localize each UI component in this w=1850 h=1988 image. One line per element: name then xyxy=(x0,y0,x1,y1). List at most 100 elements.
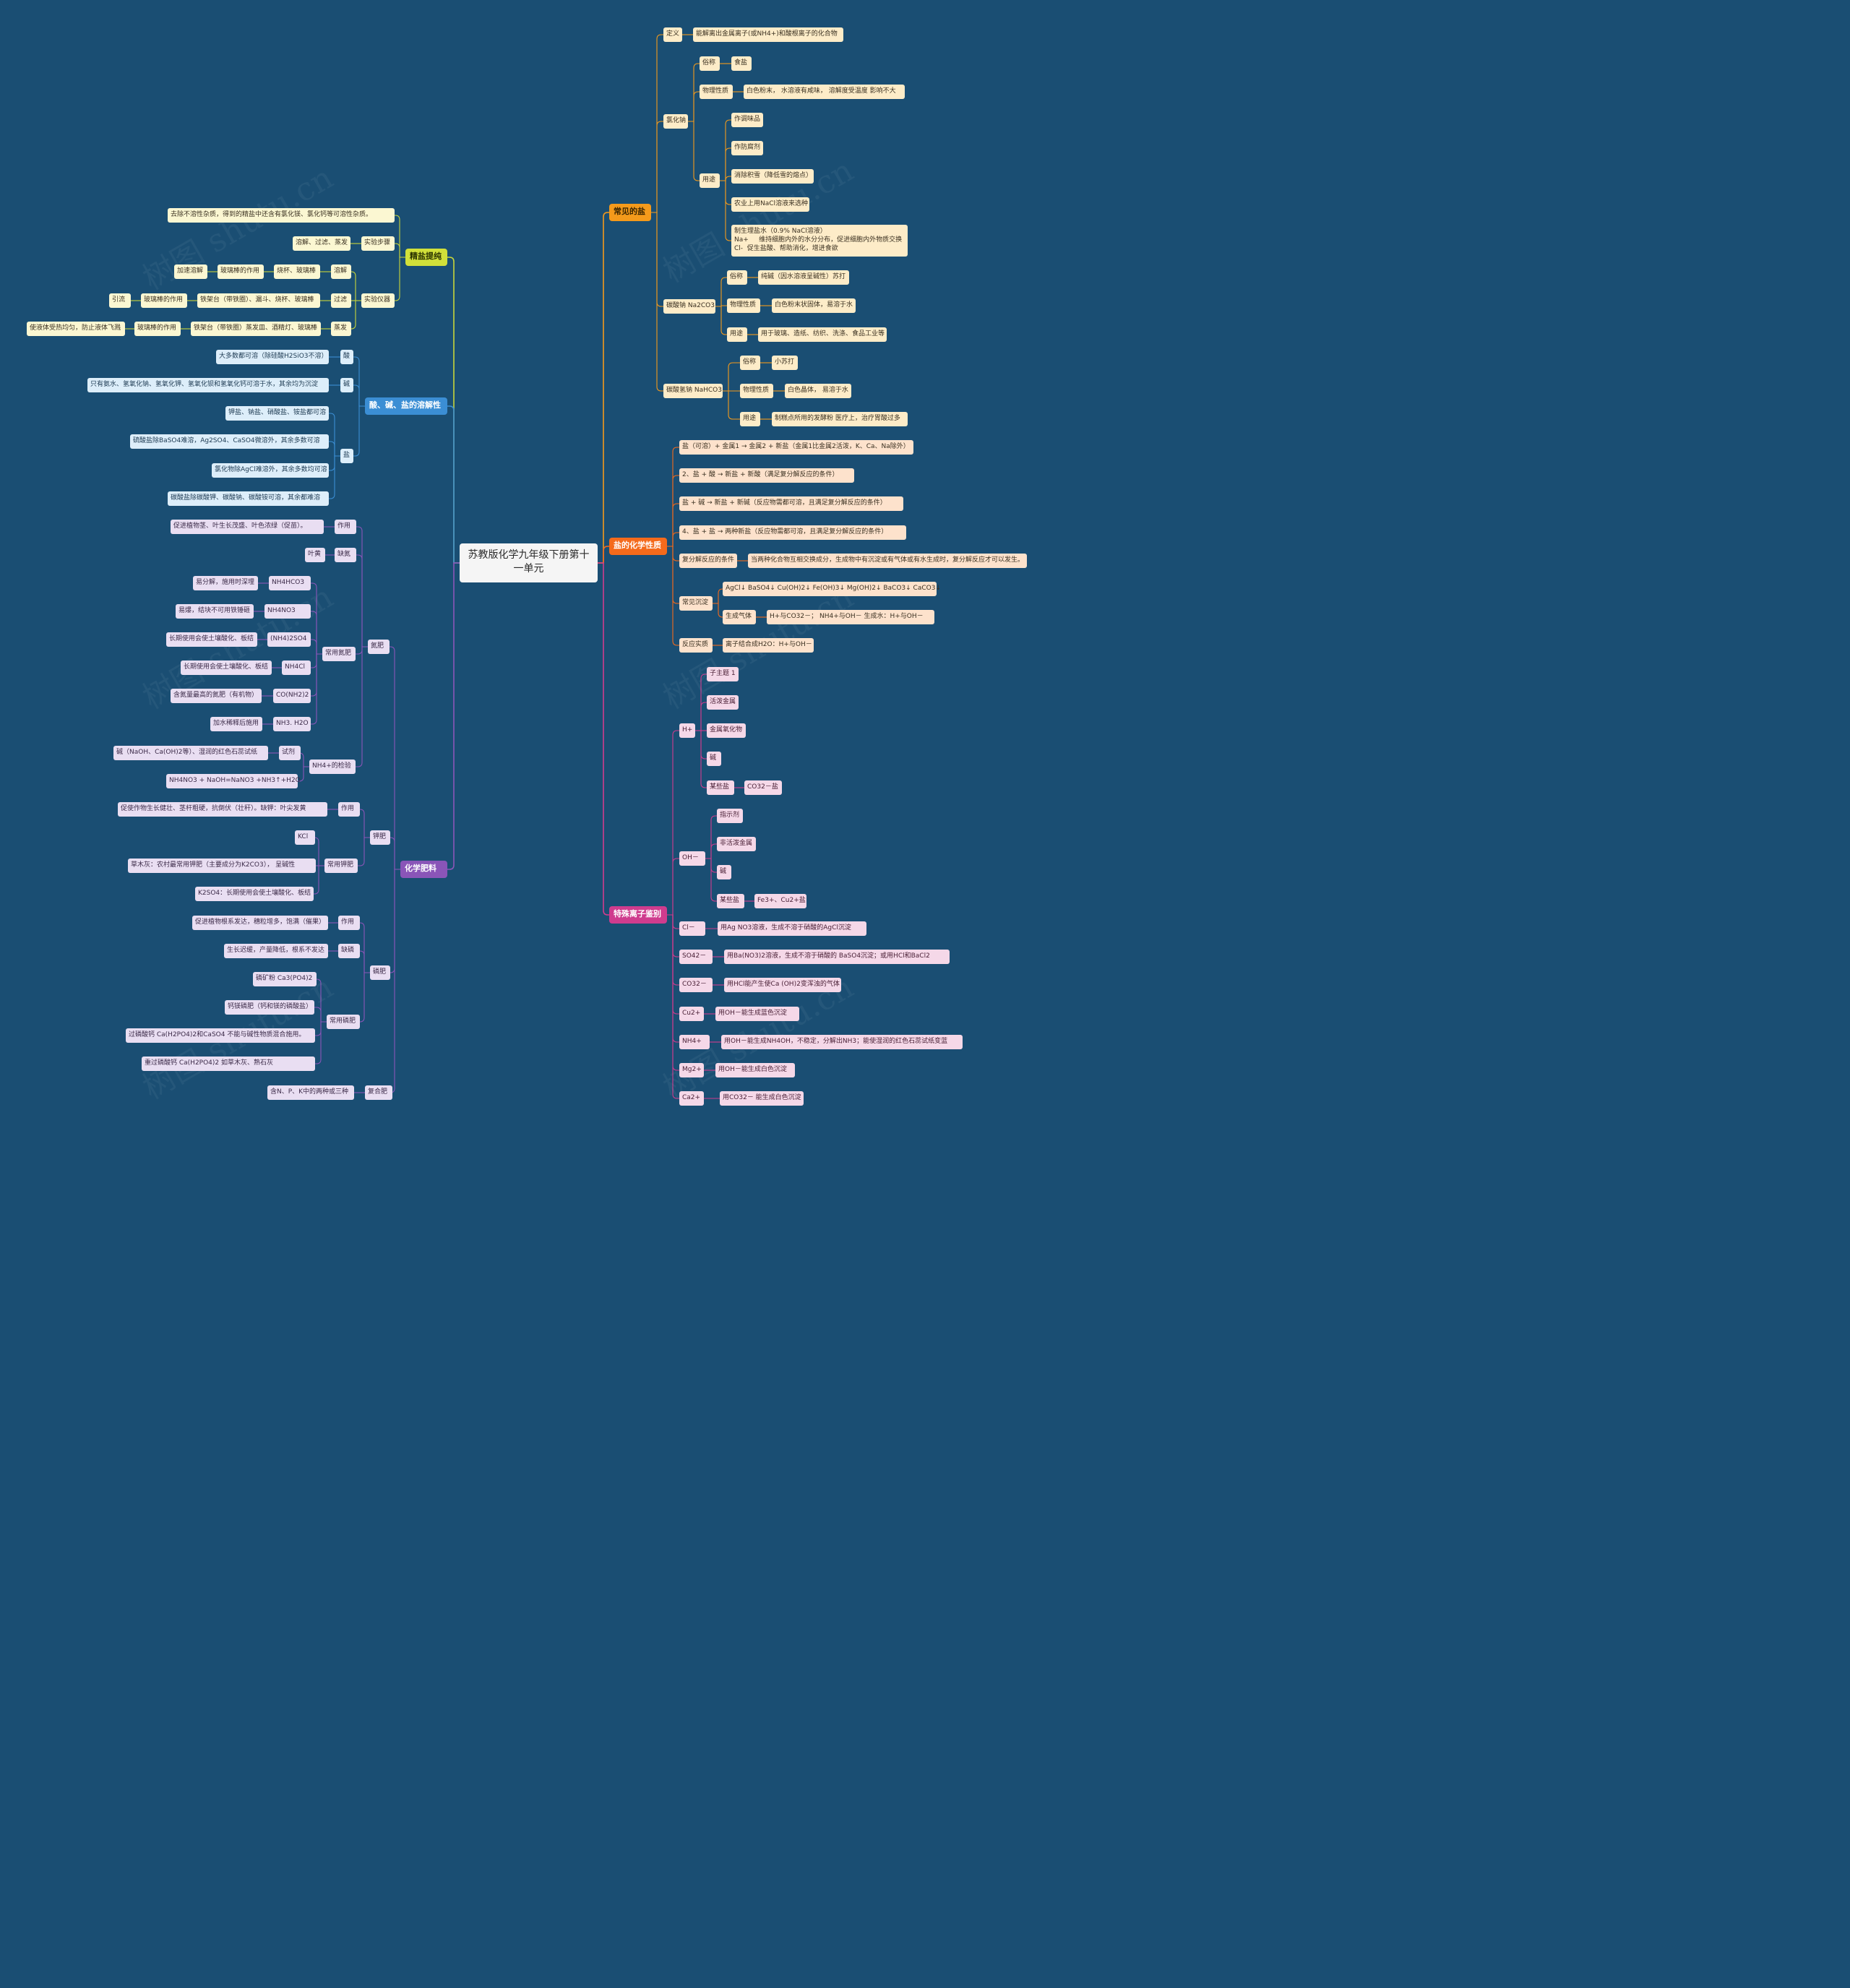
node-jf-zy-v[interactable]: 促使作物生长健壮、茎杆粗硬，抗倒伏（壮秆）。缺钾：叶尖发黄 xyxy=(118,802,327,817)
node-na2co3[interactable]: 碳酸钠 Na2CO3 xyxy=(663,299,715,314)
node-nacl-yt-3[interactable]: 消除积雪（降低雪的熔点） xyxy=(731,169,814,184)
node-mg-v[interactable]: 用OH－能生成白色沉淀 xyxy=(715,1063,795,1077)
node-df-qd[interactable]: 缺氮 xyxy=(335,548,356,562)
node-na2co3-yt[interactable]: 用途 xyxy=(727,327,747,342)
node-df-zy-v[interactable]: 促进植物茎、叶生长茂盛、叶色浓绿（促苗）。 xyxy=(171,520,324,534)
node-cydf[interactable]: 常用氮肥 xyxy=(322,647,356,661)
node-h-5v[interactable]: CO32－盐 xyxy=(744,780,782,795)
node-ca[interactable]: Ca2+ xyxy=(679,1091,704,1106)
node-h[interactable]: H+ xyxy=(679,723,695,738)
node-gl-role[interactable]: 玻璃棒的作用 xyxy=(141,293,187,308)
node-cjcd-v[interactable]: AgCl↓ BaSO4↓ Cu(OH)2↓ Fe(OH)3↓ Mg(OH)2↓ … xyxy=(723,582,941,596)
node-rj[interactable]: 溶解 xyxy=(331,264,351,279)
node-cu[interactable]: Cu2+ xyxy=(679,1007,704,1021)
node-lkf[interactable]: 磷矿粉 Ca3(PO4)2 xyxy=(253,972,317,986)
node-lf[interactable]: 磷肥 xyxy=(370,965,390,980)
node-yan-1[interactable]: 钾盐、钠盐、硝酸盐、铵盐都可溶 xyxy=(225,406,329,421)
node-fysz[interactable]: 反应实质 xyxy=(679,638,713,653)
node-nacl-sc-v[interactable]: 食盐 xyxy=(731,56,752,71)
node-nacl-yt-1[interactable]: 作调味品 xyxy=(731,113,763,127)
node-nh4cl[interactable]: NH4Cl xyxy=(282,660,311,675)
node-cjy[interactable]: 常见的盐 xyxy=(609,204,651,221)
node-sj-v[interactable]: 碱（NaOH、Ca(OH)2等）、湿润的红色石蕊试纸 xyxy=(113,746,268,760)
node-syb-v[interactable]: 溶解、过滤、蒸发 xyxy=(293,236,350,251)
node-dy[interactable]: 定义 xyxy=(663,27,682,42)
node-na2co3-wl[interactable]: 物理性质 xyxy=(727,298,760,313)
node-sj[interactable]: 试剂 xyxy=(279,746,301,760)
node-cmh[interactable]: 草木灰：农村最常用钾肥（主要成分为K2CO3）， 呈碱性 xyxy=(128,859,316,873)
node-cl-v[interactable]: 用Ag NO3溶液，生成不溶于硝酸的AgCl沉淀 xyxy=(718,921,866,936)
node-nh4no3-v[interactable]: 易爆，结块不可用铁锤砸 xyxy=(176,604,254,619)
node-h-3[interactable]: 金属氧化物 xyxy=(707,723,746,738)
node-cyjf[interactable]: 常用钾肥 xyxy=(324,859,358,873)
node-nacl-yt[interactable]: 用途 xyxy=(700,173,720,188)
node-fhf-v[interactable]: 含N、P、K中的两种或三种 xyxy=(267,1085,354,1100)
node-so4-v[interactable]: 用Ba(NO3)2溶液，生成不溶于硝酸的 BaSO4沉淀；或用HCl和BaCl2 xyxy=(724,950,950,964)
node-nahco3-wl[interactable]: 物理性质 xyxy=(740,384,773,398)
node-cylf[interactable]: 常用磷肥 xyxy=(327,1015,360,1029)
node-jf[interactable]: 钾肥 xyxy=(370,830,390,845)
node-lf-ql-v[interactable]: 生长迟缓，产量降低，根系不发达 xyxy=(224,944,328,958)
node-kcl[interactable]: KCl xyxy=(295,830,315,845)
node-suan-v[interactable]: 大多数都可溶（除硅酸H2SiO3不溶） xyxy=(216,350,329,364)
node-cu-v[interactable]: 用OH－能生成蓝色沉淀 xyxy=(715,1007,799,1021)
node-ffj[interactable]: 复分解反应的条件 xyxy=(679,554,737,568)
node-root[interactable]: 苏教版化学九年级下册第十一单元 xyxy=(460,543,598,582)
node-scqt-v[interactable]: H+与CO32－； NH4+与OH－ 生成水：H+与OH－ xyxy=(767,610,934,624)
node-nacl-yt-2[interactable]: 作防腐剂 xyxy=(731,141,763,155)
node-conh2[interactable]: CO(NH2)2 xyxy=(273,689,311,703)
node-yhx-4[interactable]: 4、盐 + 盐 → 两种新盐（反应物需都可溶，且满足复分解反应的条件） xyxy=(679,525,906,540)
node-gl-eq[interactable]: 铁架台（带铁圈）、漏斗、烧杯、玻璃棒 xyxy=(197,293,320,308)
node-gmlf[interactable]: 钙镁磷肥（钙和镁的磷酸盐） xyxy=(225,1000,314,1015)
node-scqt[interactable]: 生成气体 xyxy=(723,610,756,624)
node-rjx[interactable]: 酸、碱、盐的溶解性 xyxy=(365,397,447,415)
node-nh4no3[interactable]: NH4NO3 xyxy=(264,604,311,619)
node-co3[interactable]: CO32－ xyxy=(679,978,713,992)
node-yhx-3[interactable]: 盐 + 碱 → 新盐 + 新碱（反应物需都可溶，且满足复分解反应的条件） xyxy=(679,496,903,511)
node-lf-zy[interactable]: 作用 xyxy=(338,916,360,930)
node-ca-v[interactable]: 用CO32－ 能生成白色沉淀 xyxy=(720,1091,804,1106)
node-dy-v[interactable]: 能解离出金属离子(或NH4+)和酸根离子的化合物 xyxy=(693,27,843,42)
node-fhf[interactable]: 复合肥 xyxy=(365,1085,392,1100)
node-nacl-sc[interactable]: 俗称 xyxy=(700,56,720,71)
node-df-zy[interactable]: 作用 xyxy=(335,520,356,534)
node-h-4[interactable]: 碱 xyxy=(707,752,721,766)
node-oh-3[interactable]: 碱 xyxy=(717,865,731,879)
node-na2co3-sc-v[interactable]: 纯碱（因水溶液呈碱性）苏打 xyxy=(758,270,849,285)
node-gl-fn[interactable]: 引流 xyxy=(109,293,131,308)
node-nacl-wl-v[interactable]: 白色粉末， 水溶液有咸味， 溶解度受温度 影响不大 xyxy=(744,85,905,99)
node-jian-v[interactable]: 只有氨水、氢氧化钠、氢氧化钾、氢氧化钡和氢氧化钙可溶于水，其余均为沉淀 xyxy=(87,378,329,392)
node-na2co3-yt-v[interactable]: 用于玻璃、造纸、纺织、洗涤、食品工业等 xyxy=(758,327,887,342)
node-jyts-note[interactable]: 去除不溶性杂质，得到的精盐中还含有氯化镁、氯化钙等可溶性杂质。 xyxy=(168,208,395,223)
node-ffj-v[interactable]: 当两种化合物互相交换成分，生成物中有沉淀或有气体或有水生成时，复分解反应才可以发… xyxy=(748,554,1027,568)
node-yan-4[interactable]: 碳酸盐除碳酸钾、碳酸钠、碳酸铵可溶，其余都难溶 xyxy=(168,491,329,506)
node-rj-role[interactable]: 玻璃棒的作用 xyxy=(218,264,264,279)
node-nh4[interactable]: NH4+ xyxy=(679,1035,710,1049)
node-yan-3[interactable]: 氯化物除AgCl难溶外，其余多数均可溶 xyxy=(212,463,329,478)
node-df[interactable]: 氮肥 xyxy=(368,640,390,654)
node-glsg[interactable]: 过磷酸钙 Ca(H2PO4)2和CaSO4 不能与碱性物质混合施用。 xyxy=(126,1028,315,1043)
node-cglsg[interactable]: 重过磷酸钙 Ca(H2PO4)2 如草木灰、熟石灰 xyxy=(142,1057,315,1071)
node-syyq[interactable]: 实验仪器 xyxy=(361,293,395,308)
node-oh-4[interactable]: 某些盐 xyxy=(717,894,744,908)
node-nahco3-wl-v[interactable]: 白色晶体， 易溶于水 xyxy=(785,384,851,398)
node-zf-eq[interactable]: 铁架台（带铁圈）蒸发皿、酒精灯、玻璃棒 xyxy=(191,322,321,336)
node-nh4cl-v[interactable]: 长期使用会使土壤酸化、板结 xyxy=(181,660,272,675)
node-jian[interactable]: 碱 xyxy=(340,378,353,392)
node-oh[interactable]: OH－ xyxy=(679,851,705,866)
node-nahco3-yt[interactable]: 用途 xyxy=(740,412,760,426)
node-na2co3-wl-v[interactable]: 白色粉末状固体，易溶于水 xyxy=(772,298,856,313)
node-nahco3-sc-v[interactable]: 小苏打 xyxy=(772,356,798,370)
node-zf-fn[interactable]: 使液体受热均匀，防止液体飞溅 xyxy=(27,322,125,336)
node-nh4hco3[interactable]: NH4HCO3 xyxy=(269,576,311,590)
node-yan[interactable]: 盐 xyxy=(340,449,353,463)
node-nh4jy[interactable]: NH4+的检验 xyxy=(309,760,356,774)
node-jyts[interactable]: 精盐提纯 xyxy=(405,249,447,266)
node-nh42so4[interactable]: (NH4)2SO4 xyxy=(267,632,311,647)
node-nh42so4-v[interactable]: 长期使用会使土壤酸化、板结 xyxy=(166,632,257,647)
node-nahco3-sc[interactable]: 俗称 xyxy=(740,356,760,370)
node-k2so4[interactable]: K2SO4：长期使用会使土壤酸化、板结 xyxy=(195,887,314,901)
node-rj-eq[interactable]: 烧杯、玻璃棒 xyxy=(274,264,320,279)
node-nacl-yt-5[interactable]: 制生理盐水（0.9% NaCl溶液） Na+ 维持细胞内外的水分分布，促进细胞内… xyxy=(731,225,908,257)
node-fysz-v[interactable]: 离子结合成H2O：H+与OH－ xyxy=(723,638,814,653)
